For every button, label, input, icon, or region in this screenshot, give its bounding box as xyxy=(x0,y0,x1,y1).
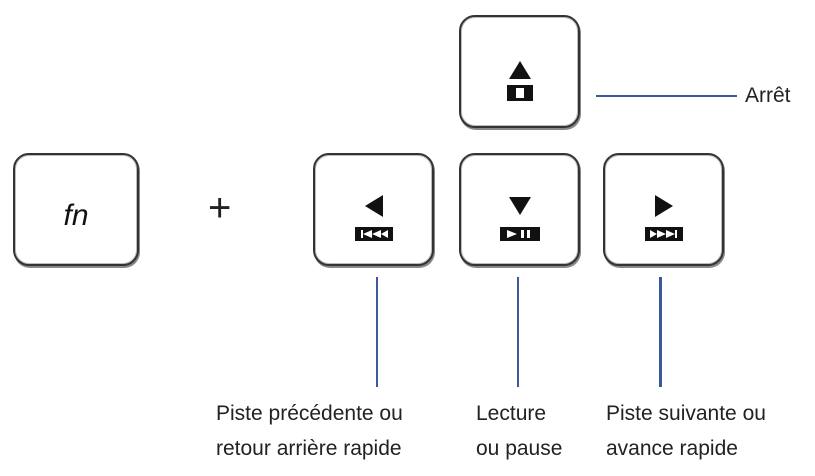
left-arrow-icon xyxy=(364,195,383,217)
next-label-line2: avance rapide xyxy=(606,437,738,460)
previous-label-line2: retour arrière rapide xyxy=(216,437,402,460)
play-pause-label-line2: ou pause xyxy=(476,437,563,460)
fn-key-label: fn xyxy=(63,199,89,232)
next-label-line1: Piste suivante ou xyxy=(606,402,766,425)
right-arrow-next-key[interactable] xyxy=(603,153,724,266)
play-pause-leader-line xyxy=(517,277,519,387)
stop-label: Arrêt xyxy=(745,84,791,107)
up-arrow-icon xyxy=(508,61,531,79)
right-arrow-icon xyxy=(654,195,673,217)
stop-icon xyxy=(506,85,533,101)
up-arrow-stop-key[interactable] xyxy=(459,15,580,128)
play-pause-icon xyxy=(499,227,540,241)
down-arrow-icon xyxy=(508,197,531,215)
previous-label-line1: Piste précédente ou xyxy=(216,402,403,425)
next-leader-line xyxy=(659,277,662,387)
left-arrow-previous-key[interactable] xyxy=(313,153,434,266)
down-arrow-play-pause-key[interactable] xyxy=(459,153,580,266)
plus-sign: + xyxy=(208,186,232,230)
stop-leader-line xyxy=(596,95,737,97)
fn-key[interactable]: fn xyxy=(13,153,139,266)
previous-track-icon xyxy=(354,227,393,241)
next-track-icon xyxy=(644,227,683,241)
play-pause-label-line1: Lecture xyxy=(476,402,547,425)
previous-leader-line xyxy=(376,277,378,387)
